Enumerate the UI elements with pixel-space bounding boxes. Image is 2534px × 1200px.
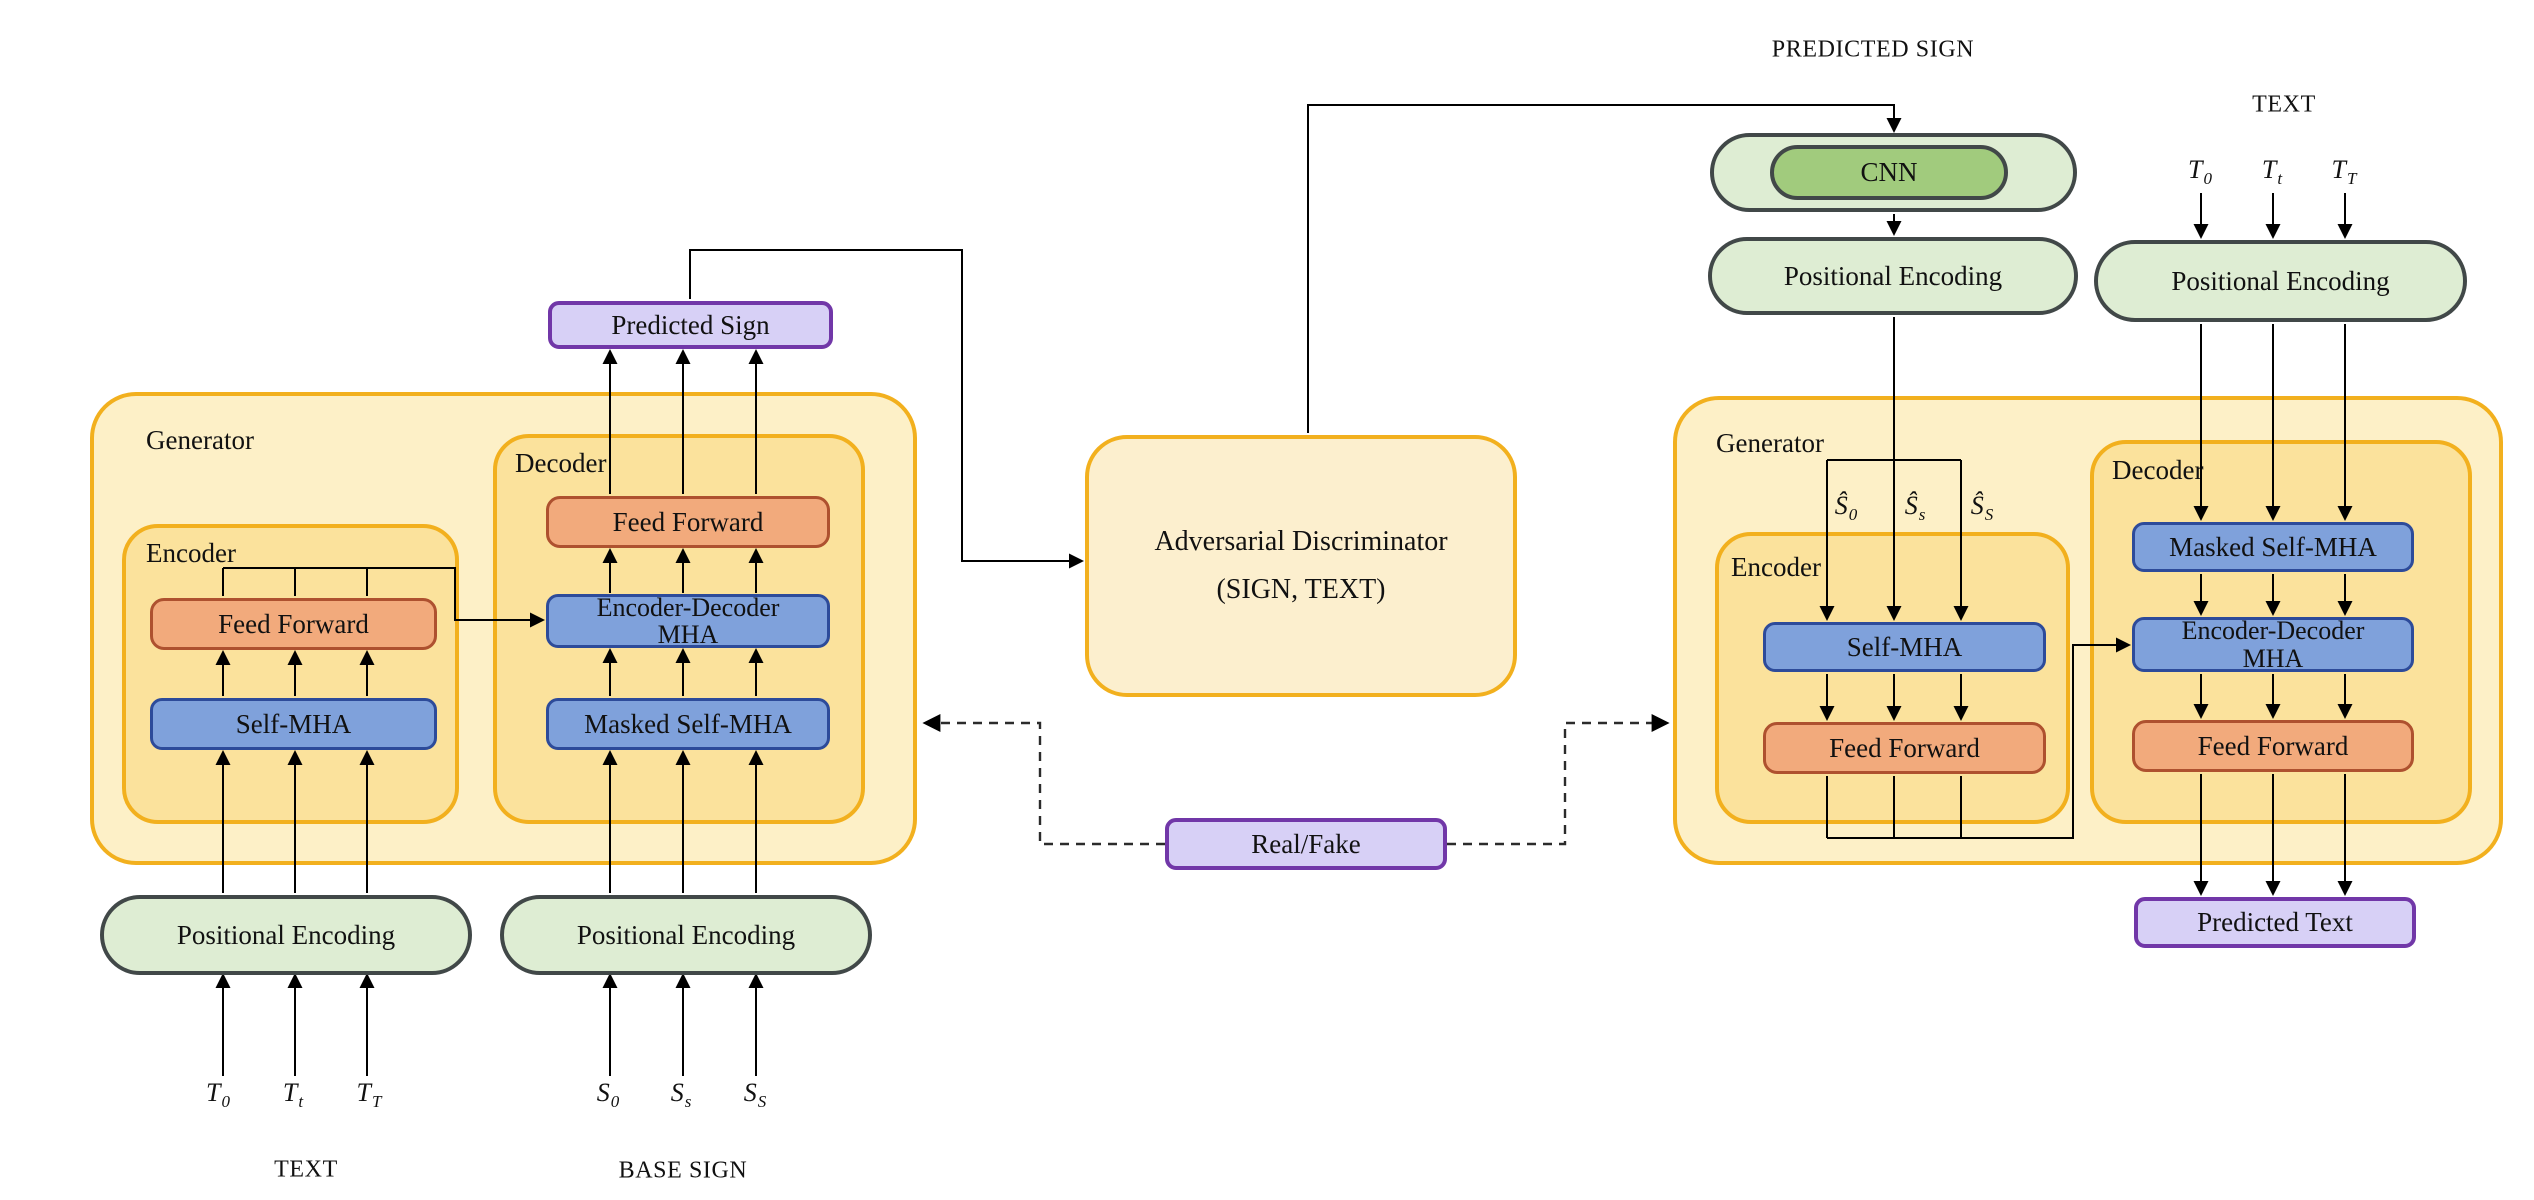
- left-encoder-feed-forward-label: Feed Forward: [218, 608, 369, 639]
- left-encoder-feed-forward-box: Feed Forward: [150, 598, 437, 650]
- adversarial-discriminator-box: Adversarial Discriminator (SIGN, TEXT): [1085, 435, 1517, 697]
- input-label-s0: S0: [596, 1078, 620, 1111]
- left-encoder-box: [122, 524, 459, 824]
- right-encoder-feed-forward-label: Feed Forward: [1829, 732, 1980, 763]
- text-caption-left: TEXT: [274, 1156, 338, 1183]
- text-caption-right: TEXT: [2252, 91, 2316, 118]
- discriminator-title: Adversarial Discriminator: [1154, 526, 1448, 557]
- input-label-shats: Ŝs: [1904, 491, 1926, 524]
- input-label-ss: Ss: [670, 1078, 692, 1111]
- left-decoder-masked-self-mha-box: Masked Self-MHA: [546, 698, 830, 750]
- cnn-capsule: CNN: [1770, 145, 2008, 200]
- right-decoder-masked-self-mha-box: Masked Self-MHA: [2132, 522, 2414, 572]
- base-sign-caption: BASE SIGN: [618, 1157, 748, 1184]
- left-encoder-label: Encoder: [146, 538, 236, 568]
- positional-encoding-right-sign-label: Positional Encoding: [1783, 260, 2003, 291]
- predicted-sign-label: Predicted Sign: [611, 309, 770, 340]
- right-decoder-feed-forward-label: Feed Forward: [2197, 730, 2349, 761]
- left-encoder-self-mha-label: Self-MHA: [235, 708, 352, 739]
- right-encoder-feed-forward-box: Feed Forward: [1763, 722, 2046, 774]
- positional-encoding-right-text-capsule: Positional Encoding: [2094, 240, 2467, 322]
- right-encoder-label: Encoder: [1731, 552, 1821, 582]
- right-decoder-feed-forward-box: Feed Forward: [2132, 720, 2414, 772]
- real-fake-label: Real/Fake: [1251, 828, 1361, 859]
- input-label-shatS: ŜS: [1970, 491, 1994, 524]
- input-label-t0-right: T0: [2188, 155, 2212, 188]
- right-encoder-self-mha-label: Self-MHA: [1846, 631, 1963, 662]
- positional-encoding-left-sign-capsule: Positional Encoding: [500, 895, 872, 975]
- right-generator-label: Generator: [1716, 428, 1824, 458]
- left-encoder-self-mha-box: Self-MHA: [150, 698, 437, 750]
- right-decoder-masked-self-mha-label: Masked Self-MHA: [2169, 531, 2377, 562]
- real-fake-box: Real/Fake: [1165, 818, 1447, 870]
- left-decoder-feed-forward-box: Feed Forward: [546, 496, 830, 548]
- input-label-sS: SS: [743, 1078, 767, 1111]
- input-label-shat0: Ŝ0: [1834, 491, 1858, 524]
- predicted-sign-box: Predicted Sign: [548, 301, 833, 349]
- cnn-label: CNN: [1860, 157, 1918, 187]
- left-decoder-enc-dec-mha-label: Encoder-Decoder MHA: [596, 592, 780, 649]
- predicted-text-box: Predicted Text: [2134, 897, 2416, 948]
- input-label-tT-left: TT: [356, 1078, 382, 1111]
- positional-encoding-left-sign-label: Positional Encoding: [576, 919, 796, 950]
- positional-encoding-right-text-label: Positional Encoding: [2171, 265, 2390, 296]
- right-encoder-box: [1715, 532, 2070, 824]
- right-decoder-enc-dec-mha-box: Encoder-Decoder MHA: [2132, 617, 2414, 672]
- input-label-tT-right: TT: [2331, 155, 2357, 188]
- predicted-sign-caption: PREDICTED SIGN: [1771, 36, 1975, 63]
- input-label-tt-left: Tt: [282, 1078, 304, 1111]
- right-decoder-label: Decoder: [2112, 455, 2204, 485]
- input-label-tt-right: Tt: [2261, 155, 2283, 188]
- positional-encoding-left-text-capsule: Positional Encoding: [100, 895, 472, 975]
- input-label-t0-left: T0: [206, 1078, 230, 1111]
- predicted-text-label: Predicted Text: [2197, 907, 2353, 937]
- discriminator-subtitle: (SIGN, TEXT): [1216, 574, 1386, 605]
- left-decoder-feed-forward-label: Feed Forward: [612, 506, 764, 537]
- left-decoder-masked-self-mha-label: Masked Self-MHA: [584, 708, 792, 739]
- left-generator-label: Generator: [146, 425, 254, 455]
- right-encoder-self-mha-box: Self-MHA: [1763, 622, 2046, 672]
- left-decoder-enc-dec-mha-box: Encoder-Decoder MHA: [546, 592, 830, 649]
- right-decoder-enc-dec-mha-label: Encoder-Decoder MHA: [2181, 616, 2365, 673]
- left-decoder-label: Decoder: [515, 448, 607, 478]
- positional-encoding-right-sign-capsule: Positional Encoding: [1708, 237, 2078, 315]
- positional-encoding-left-text-label: Positional Encoding: [176, 919, 396, 950]
